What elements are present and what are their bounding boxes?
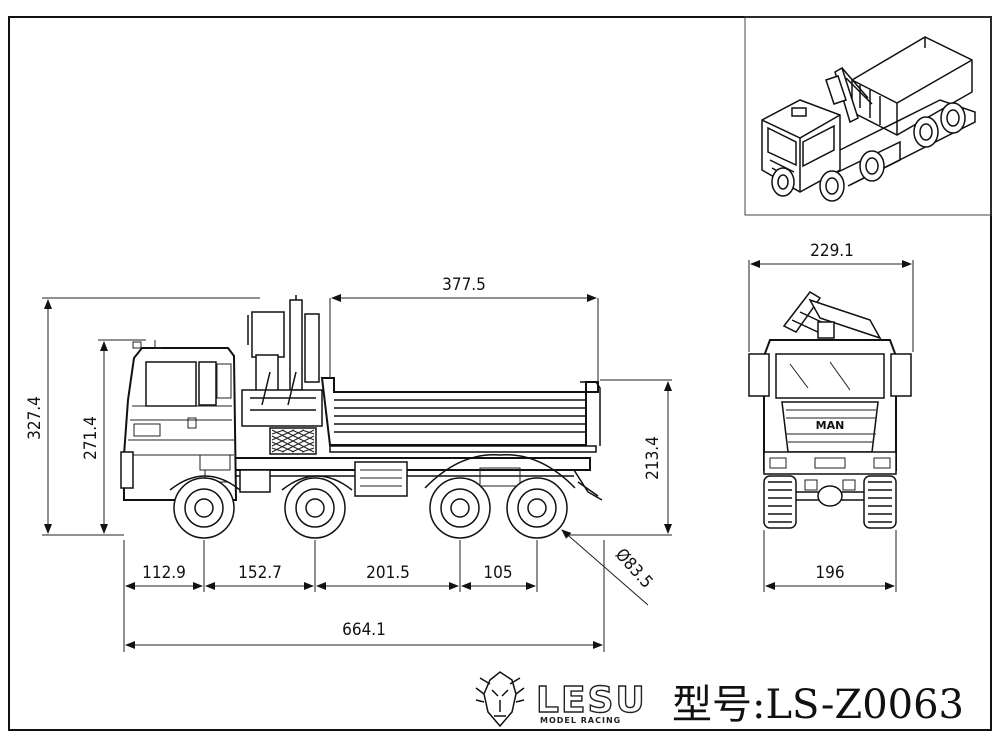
dim-total-length: 664.1 (342, 620, 386, 640)
dim-bed-length: 377.5 (442, 275, 486, 295)
front-view-truck: MAN (748, 291, 912, 529)
dim-bed-height: 213.4 (643, 436, 663, 480)
dim-total-height: 327.4 (25, 396, 45, 440)
dim-width-track: 196 (815, 563, 844, 583)
drawing-border (8, 16, 992, 731)
iso-view-frame (744, 16, 992, 216)
isometric-truck-view (761, 36, 976, 202)
dim-wheelbase-3: 105 (483, 563, 512, 583)
dim-width-total: 229.1 (810, 241, 854, 261)
lion-emblem-icon (475, 671, 525, 728)
dim-front-overhang: 112.9 (142, 563, 186, 583)
brand-logo: LESU MODEL RACING (475, 671, 647, 728)
dim-wheelbase-2: 201.5 (366, 563, 410, 583)
dim-wheelbase-1: 152.7 (238, 563, 282, 583)
grille-badge: MAN (816, 419, 845, 432)
dimension-lines (42, 260, 914, 652)
side-view-truck (120, 295, 603, 539)
dim-cab-height: 271.4 (81, 416, 101, 460)
dim-tire-diameter: Ø83.5 (611, 545, 657, 593)
brand-tagline: MODEL RACING (540, 716, 621, 725)
model-number: 型号:LS-Z0063 (672, 682, 964, 728)
brand-name: LESU (536, 680, 647, 721)
